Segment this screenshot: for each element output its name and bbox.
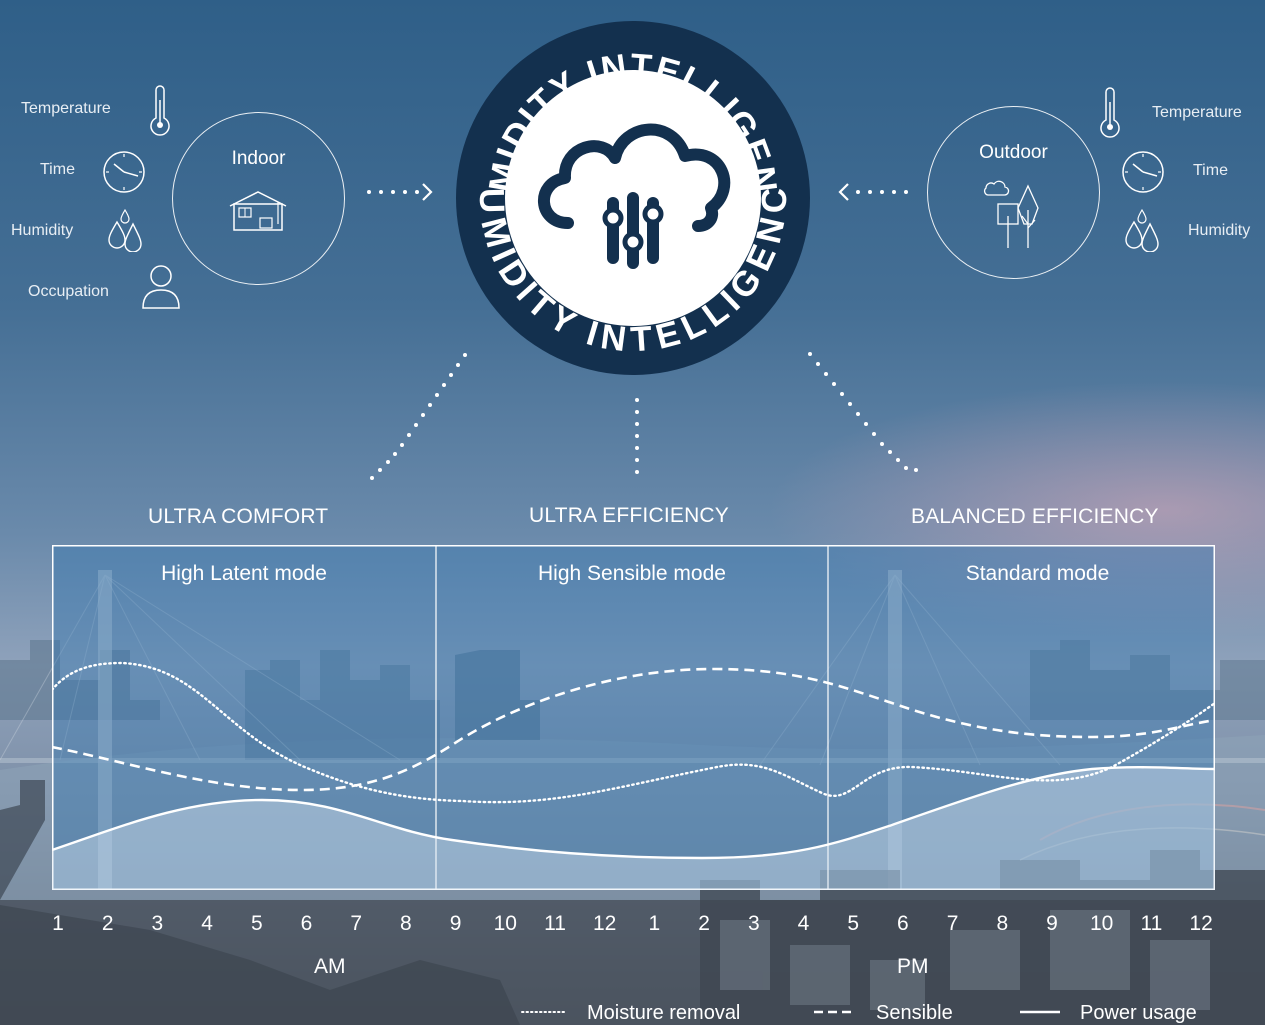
hour-label: 2 <box>101 912 114 935</box>
hour-label: 12 <box>1189 912 1213 935</box>
outdoor-factor-time: Time <box>1193 162 1228 179</box>
hour-label: 3 <box>151 912 164 935</box>
hour-label: 6 <box>897 912 909 935</box>
hour-label: 9 <box>1046 912 1058 935</box>
hour-label: 11 <box>1140 912 1163 935</box>
hour-label: 8 <box>400 912 412 935</box>
mode-title-ultra-efficiency: ULTRA EFFICIENCY <box>529 504 730 527</box>
pm-label: PM <box>897 955 929 978</box>
humidity-intelligence-badge: HUMIDITY INTELLIGENCE HUMIDITY INTELLIGE… <box>439 0 813 378</box>
hour-label: 12 <box>593 912 617 935</box>
mode-chart <box>52 545 1215 890</box>
hour-label: 10 <box>1090 912 1114 935</box>
droplets-icon <box>108 208 142 252</box>
hour-label: 6 <box>300 912 313 935</box>
hour-label: 1 <box>648 912 661 935</box>
hour-label: 7 <box>946 912 959 935</box>
hour-label: 5 <box>250 912 263 935</box>
outdoor-factor-temperature: Temperature <box>1152 104 1242 121</box>
indoor-factor-occupation: Occupation <box>28 283 109 300</box>
hour-label: 2 <box>698 912 710 935</box>
hour-label: 4 <box>201 912 213 935</box>
outdoor-arrow <box>838 183 908 201</box>
thermometer-icon <box>150 85 170 136</box>
indoor-factor-humidity: Humidity <box>11 222 74 239</box>
person-icon <box>142 265 180 309</box>
droplets-icon <box>1125 208 1159 252</box>
clock-icon <box>1122 151 1164 193</box>
indoor-factor-time: Time <box>40 161 75 178</box>
hour-label: 4 <box>797 912 810 935</box>
legend-moisture: Moisture removal <box>587 1002 741 1024</box>
trees-icon <box>983 180 1039 248</box>
hour-label: 8 <box>996 912 1009 935</box>
indoor-factor-temperature: Temperature <box>21 100 111 117</box>
thermometer-icon <box>1100 87 1120 138</box>
legend-power: Power usage <box>1080 1002 1197 1024</box>
hour-label: 7 <box>350 912 363 935</box>
am-label: AM <box>314 955 346 978</box>
mode-connectors <box>370 352 918 480</box>
clock-icon <box>103 151 145 193</box>
indoor-title: Indoor <box>231 148 286 169</box>
outdoor-circle <box>927 106 1100 279</box>
hour-label: 5 <box>847 912 860 935</box>
mode-sub-high-latent: High Latent mode <box>161 562 327 585</box>
cloud-icon <box>983 180 1010 196</box>
hour-label: 3 <box>747 912 760 935</box>
mode-title-balanced-efficiency: BALANCED EFFICIENCY <box>911 505 1159 528</box>
legend-power-swatch <box>1020 1010 1060 1014</box>
indoor-circle <box>172 112 345 285</box>
outdoor-title: Outdoor <box>979 142 1048 163</box>
sky-glow <box>765 380 1265 640</box>
legend-sensible: Sensible <box>876 1002 953 1024</box>
outdoor-factor-humidity: Humidity <box>1188 222 1251 239</box>
mode-sub-standard: Standard mode <box>965 562 1110 585</box>
legend-moisture-swatch <box>521 1011 567 1013</box>
mode-sub-high-sensible: High Sensible mode <box>538 562 726 585</box>
hour-label: 11 <box>544 912 566 935</box>
hour-label: 10 <box>493 912 517 935</box>
hour-label: 9 <box>449 912 462 935</box>
legend-sensible-swatch <box>814 1010 856 1014</box>
house-icon <box>229 191 287 231</box>
indoor-arrow <box>367 183 433 201</box>
mode-title-ultra-comfort: ULTRA COMFORT <box>148 505 329 528</box>
hour-label: 1 <box>52 912 64 935</box>
